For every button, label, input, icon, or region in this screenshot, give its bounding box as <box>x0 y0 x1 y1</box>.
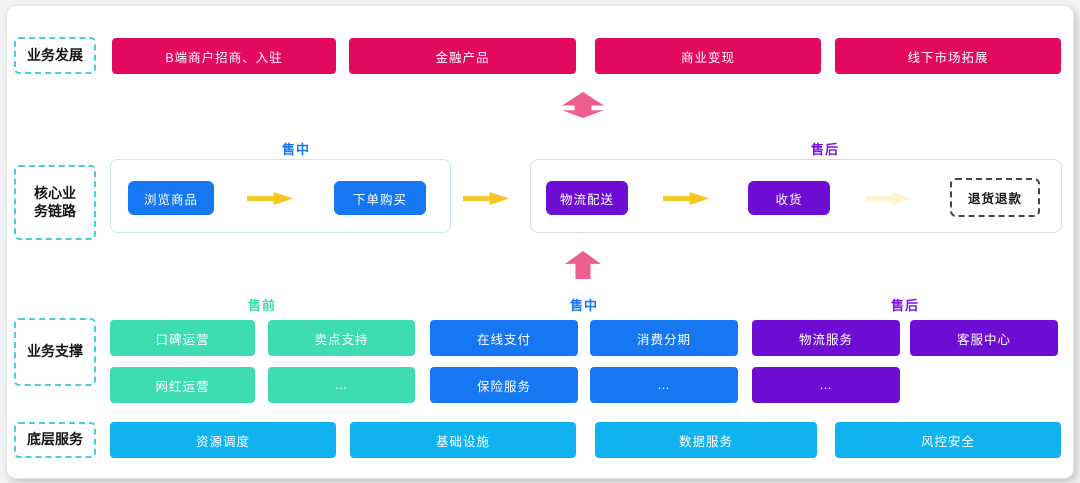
base-node-infrastructure: 基础设施 <box>350 422 576 458</box>
group-title: 售后 <box>890 298 919 313</box>
row-label-development: 业务发展 <box>14 37 96 74</box>
support-node-presale-more: … <box>268 367 415 403</box>
node-label: 金融产品 <box>435 50 490 65</box>
step-browse-products: 浏览商品 <box>128 181 214 215</box>
step-receive-goods: 收货 <box>748 181 830 215</box>
group-title: 售中 <box>569 298 598 313</box>
node-label: B端商户招商、入驻 <box>165 50 283 65</box>
node-merchant-onboarding: B端商户招商、入驻 <box>112 38 336 74</box>
support-insale-title: 售中 <box>554 295 614 314</box>
support-node-aftersale-more: … <box>752 367 900 403</box>
support-node-reputation-ops: 口碑运营 <box>110 320 255 356</box>
group-title: 售前 <box>247 298 276 313</box>
step-return-refund: 退货退款 <box>950 178 1040 217</box>
support-node-selling-point: 卖点支持 <box>268 320 415 356</box>
node-label: 在线支付 <box>476 332 531 347</box>
node-label: … <box>334 378 349 392</box>
support-node-logistics-service: 物流服务 <box>752 320 900 356</box>
node-label: 风控安全 <box>920 434 975 449</box>
support-aftersale-title: 售后 <box>875 295 935 314</box>
node-label: … <box>819 378 833 392</box>
node-commercial-monetization: 商业变现 <box>595 38 821 74</box>
row-label-development-text: 业务发展 <box>27 46 83 63</box>
support-node-installments: 消费分期 <box>590 320 738 356</box>
node-label: 网红运营 <box>155 379 210 394</box>
support-presale-title: 售前 <box>232 295 292 314</box>
support-node-insurance: 保险服务 <box>430 367 578 403</box>
node-label: 资源调度 <box>195 434 250 449</box>
node-label: 保险服务 <box>476 379 531 394</box>
step-label: 物流配送 <box>559 192 614 207</box>
base-node-data-service: 数据服务 <box>595 422 817 458</box>
in-sale-title-text: 售中 <box>281 142 310 157</box>
support-node-service-center: 客服中心 <box>910 320 1058 356</box>
support-node-insale-more: … <box>590 367 738 403</box>
support-node-online-payment: 在线支付 <box>430 320 578 356</box>
step-label: 浏览商品 <box>143 192 198 207</box>
after-sale-title: 售后 <box>795 139 855 158</box>
node-label: 客服中心 <box>956 332 1011 347</box>
node-offline-market-expansion: 线下市场拓展 <box>835 38 1061 74</box>
in-sale-title: 售中 <box>266 139 326 158</box>
step-label: 退货退款 <box>967 192 1022 206</box>
node-financial-products: 金融产品 <box>349 38 576 74</box>
row-label-core-line1: 核心业 <box>34 185 76 201</box>
base-node-risk-security: 风控安全 <box>835 422 1061 458</box>
node-label: 口碑运营 <box>155 332 210 347</box>
support-node-influencer-ops: 网红运营 <box>110 367 255 403</box>
row-label-support-text: 业务支撑 <box>27 343 83 360</box>
after-sale-title-text: 售后 <box>810 142 839 157</box>
row-label-base-services: 底层服务 <box>14 422 96 458</box>
diagram-card <box>6 5 1074 479</box>
node-label: 物流服务 <box>798 332 853 347</box>
node-label: 基础设施 <box>435 434 490 449</box>
row-label-core-chain: 核心业 务链路 <box>14 165 96 240</box>
step-place-order: 下单购买 <box>334 181 426 215</box>
step-label: 收货 <box>775 192 803 207</box>
step-label: 下单购买 <box>352 192 407 207</box>
row-label-base-text: 底层服务 <box>27 431 83 448</box>
node-label: 数据服务 <box>678 434 733 449</box>
step-logistics-delivery: 物流配送 <box>546 181 628 215</box>
node-label: 卖点支持 <box>314 332 369 347</box>
row-label-support: 业务支撑 <box>14 318 96 386</box>
row-label-core-line2: 务链路 <box>34 202 76 219</box>
node-label: 消费分期 <box>636 332 691 347</box>
node-label: … <box>657 378 671 392</box>
node-label: 商业变现 <box>680 50 735 65</box>
node-label: 线下市场拓展 <box>907 50 989 65</box>
base-node-resource-scheduling: 资源调度 <box>110 422 336 458</box>
